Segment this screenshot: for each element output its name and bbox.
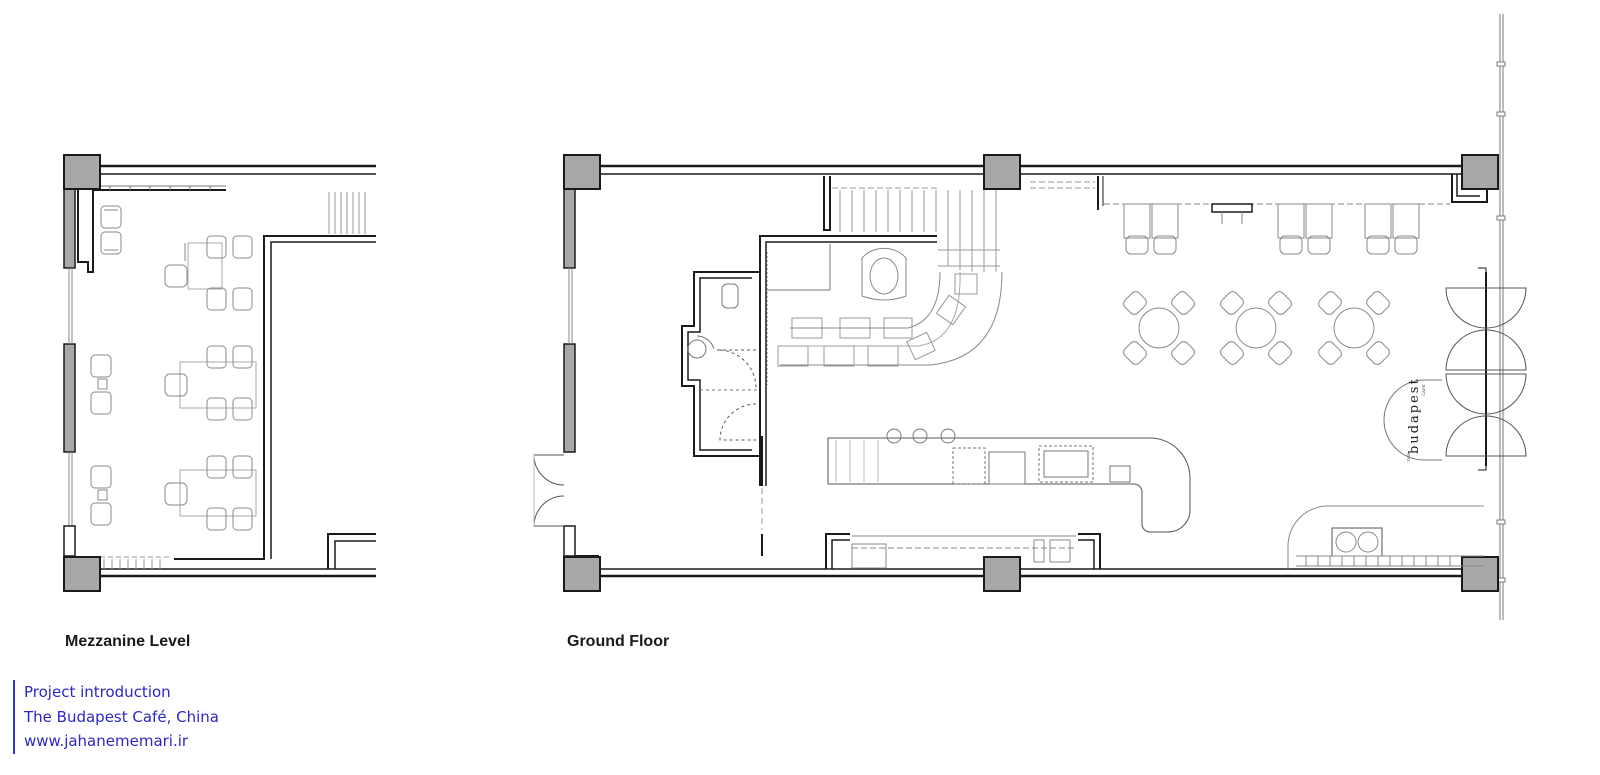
ground-floor-plan: THE budapest CAFE — [533, 14, 1527, 620]
ground-column — [1461, 556, 1499, 592]
main-staircase — [777, 176, 1095, 367]
display-counter — [1287, 505, 1484, 569]
table-group-1 — [164, 235, 253, 311]
chair-pair — [100, 205, 122, 255]
round-table — [1123, 291, 1195, 365]
table-group-2 — [164, 345, 257, 421]
ground-walls — [533, 14, 1506, 620]
mezzanine-plan — [63, 154, 376, 592]
round-table — [1220, 291, 1292, 365]
mezzanine-furniture — [90, 205, 257, 531]
round-table — [1318, 291, 1390, 365]
ground-floor-label: Ground Floor — [567, 633, 670, 650]
credit-line-project: The Budapest Café, China — [24, 707, 219, 726]
mezzanine-column — [63, 556, 101, 592]
mezzanine-stair-bottom — [100, 556, 172, 569]
entry-door-west — [533, 454, 565, 527]
floor-plan-drawing: THE budapest CAFE — [63, 14, 1527, 620]
window-seating — [1104, 203, 1450, 255]
round-table-group — [1123, 291, 1390, 365]
stool-pair — [1123, 203, 1179, 255]
ground-column — [983, 556, 1021, 592]
bar-counter — [827, 428, 1191, 533]
entry-doors-east — [1445, 267, 1527, 471]
ground-column — [1461, 154, 1499, 190]
credit-line-website: www.jahanememari.ir — [24, 732, 189, 750]
stool-pair — [1364, 203, 1420, 255]
brand-signage: THE budapest CAFE — [1383, 377, 1442, 462]
signage-text: budapest — [1407, 377, 1422, 454]
table-group-3 — [164, 455, 257, 531]
signage-text-sub: CAFE — [1421, 384, 1426, 396]
credit-block: Project introduction The Budapest Café, … — [13, 680, 219, 754]
mezzanine-level-label: Mezzanine Level — [65, 633, 191, 650]
mezzanine-stair-top — [328, 192, 366, 234]
ground-column — [563, 154, 601, 190]
stool-pair — [1277, 203, 1333, 255]
credit-line-title: Project introduction — [24, 683, 171, 701]
chair-pair — [90, 465, 112, 526]
mezzanine-column — [63, 154, 101, 190]
chair-pair — [90, 354, 112, 415]
ground-column — [983, 154, 1021, 190]
signage-text-small: THE — [1406, 453, 1411, 462]
ground-column — [563, 556, 601, 592]
back-of-house-walls — [681, 235, 937, 556]
mezzanine-ledge — [100, 185, 226, 190]
back-counter — [825, 533, 1101, 569]
